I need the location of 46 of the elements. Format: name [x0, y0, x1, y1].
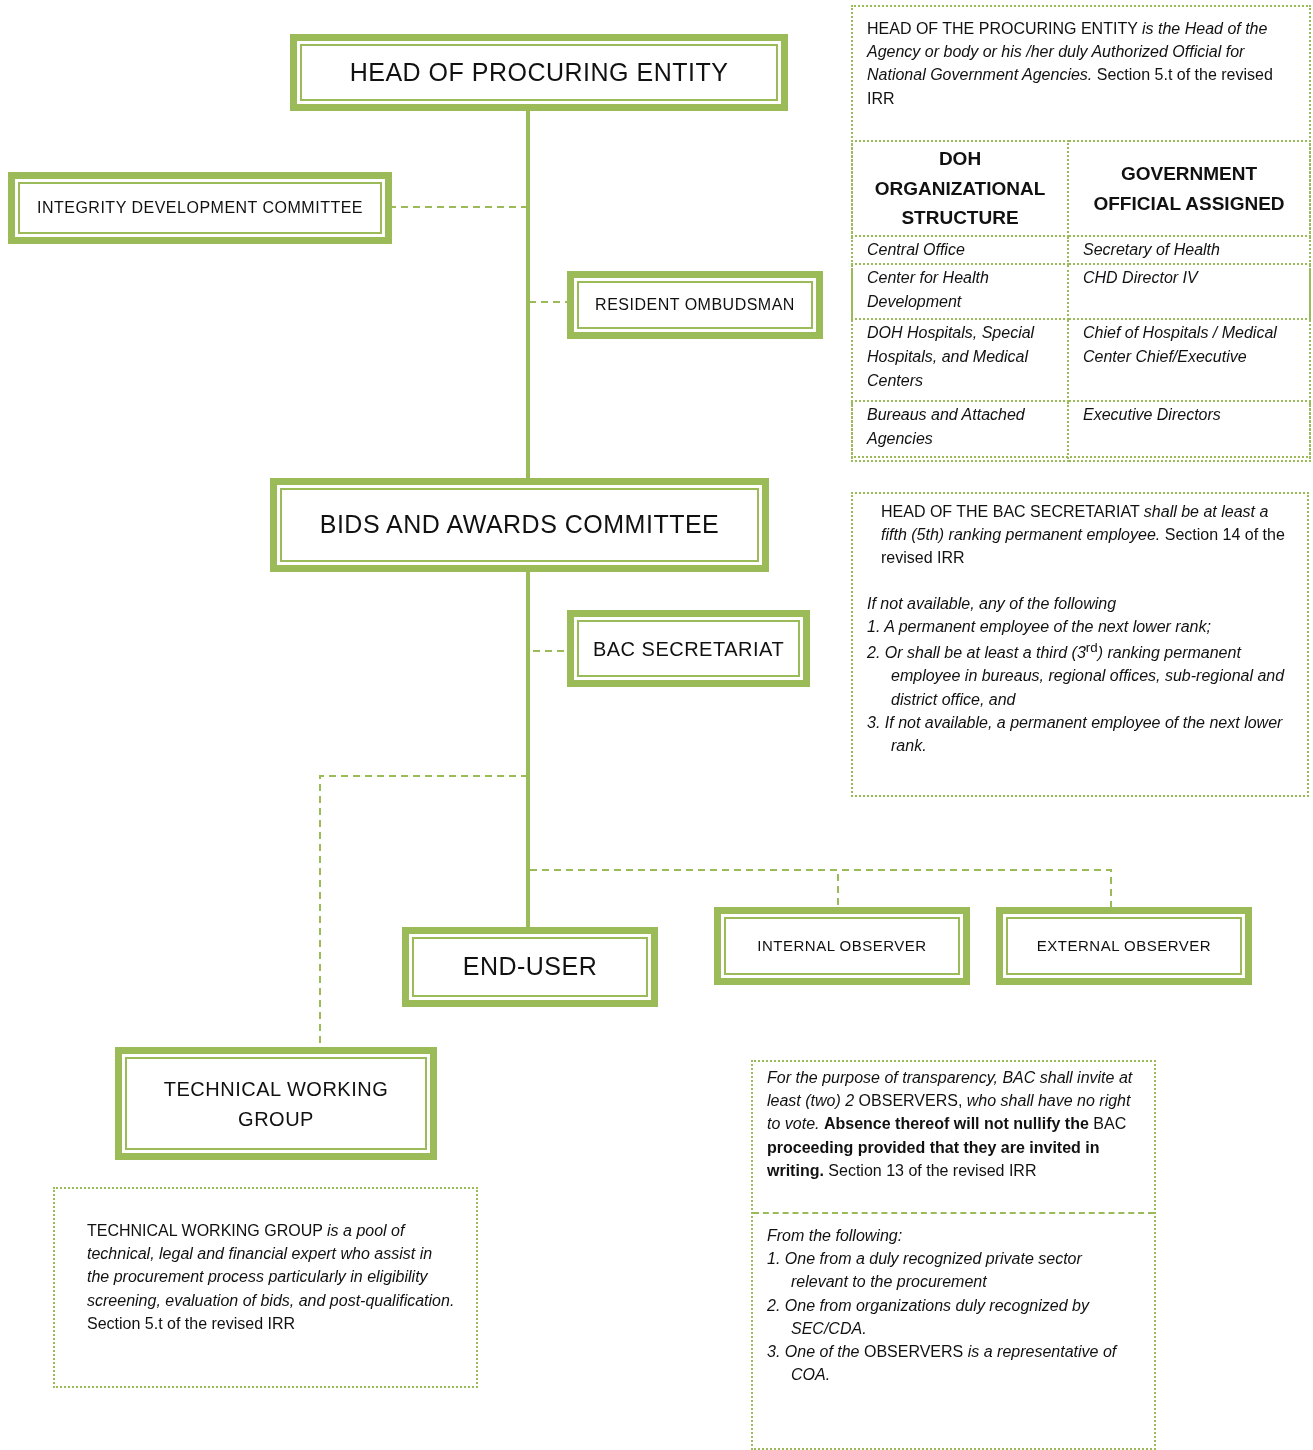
org-box	[567, 610, 810, 687]
unit-name: EXTERNAL OBSERVER	[1036, 935, 1212, 956]
unit-name: END-USER	[462, 951, 598, 983]
org-box	[402, 927, 658, 1007]
unit-name: HEAD OF PROCURING ENTITY	[349, 56, 729, 88]
note-text: TECHNICAL WORKING GROUP is a pool of technical, legal and financial expert who assist in the procurement process particularly in eligibility screening, evaluation of bids, and post-qualification. Section 5.t of the revised IRR	[87, 1221, 456, 1334]
table-cell: Bureaus and Attached Agencies	[852, 401, 1068, 461]
connector-line	[526, 111, 530, 478]
table-cell: Secretary of Health	[1068, 236, 1310, 264]
list-item: 2. Or shall be at least a third (3$^{rd}$) ranking permanent employee in bureaus, regional offices, sub-regional and district office, and	[867, 638, 1286, 710]
unit-name: INTERNAL OBSERVER	[757, 935, 927, 956]
org-box	[567, 271, 823, 339]
note-text: If not available, any of the following	[867, 593, 1118, 614]
unit-name: INTEGRITY DEVELOPMENT COMMITTEE	[36, 198, 364, 218]
org-box	[714, 907, 970, 985]
note-text: From the following:	[753, 1211, 1154, 1248]
list-item: 1. One from a duly recognized private sector relevant to the procurement	[767, 1249, 1084, 1293]
unit-name: BIDS AND AWARDS COMMITTEE	[319, 509, 720, 541]
list-item: 1. A permanent employee of the next lower rank;	[867, 616, 1212, 637]
note-text: HEAD OF THE PROCURING ENTITY is the Head of the Agency or body or his /her duly Authorized Official for National Government Agencies. Section 5.t of the revised IRR	[867, 19, 1274, 109]
note-box	[751, 1060, 1156, 1450]
table-cell: Center for Health Development	[852, 264, 1068, 319]
table-cell: Chief of Hospitals / Medical Center Chief/Executive	[1068, 319, 1310, 401]
note-box	[851, 492, 1309, 797]
table-cell: CHD Director IV	[1068, 264, 1310, 319]
list-item: 3. One of the OBSERVERS is a representative of COA.	[767, 1341, 1119, 1386]
list-item: 3. If not available, a permanent employee of the next lower rank.	[867, 712, 1284, 756]
table-cell: Central Office	[852, 236, 1068, 264]
org-box	[8, 172, 392, 244]
unit-name: BAC SECRETARIAT	[592, 636, 785, 662]
table-cell: Executive Directors	[1068, 401, 1310, 461]
note-text: For the purpose of transparency, BAC shall invite at least (two) 2 OBSERVERS, who shall have no right to vote. Absence thereof will not nullify the BAC proceeding provided that they are invited in writing. Section 13 of the revised IRR	[767, 1068, 1134, 1181]
unit-name: TECHNICAL WORKING GROUP	[162, 1076, 390, 1132]
table-header: GOVERNMENT OFFICIAL ASSIGNED	[1068, 141, 1310, 236]
org-box	[270, 478, 769, 572]
note-text: HEAD OF THE BAC SECRETARIAT shall be at least a fifth (5th) ranking permanent employee. Section 14 of the revised IRR	[880, 502, 1286, 569]
note-box	[53, 1187, 478, 1388]
unit-name: RESIDENT OMBUDSMAN	[595, 295, 795, 315]
org-box	[290, 34, 788, 111]
org-box	[115, 1047, 437, 1160]
connector-line	[526, 572, 530, 927]
org-box	[996, 907, 1252, 985]
list-item: 2. One from organizations duly recognized by SEC/CDA.	[767, 1295, 1091, 1339]
connector-line	[527, 110, 568, 303]
table-cell: DOH Hospitals, Special Hospitals, and Medical Centers	[852, 319, 1068, 401]
table-header: DOH ORGANIZATIONAL STRUCTURE	[852, 141, 1068, 236]
